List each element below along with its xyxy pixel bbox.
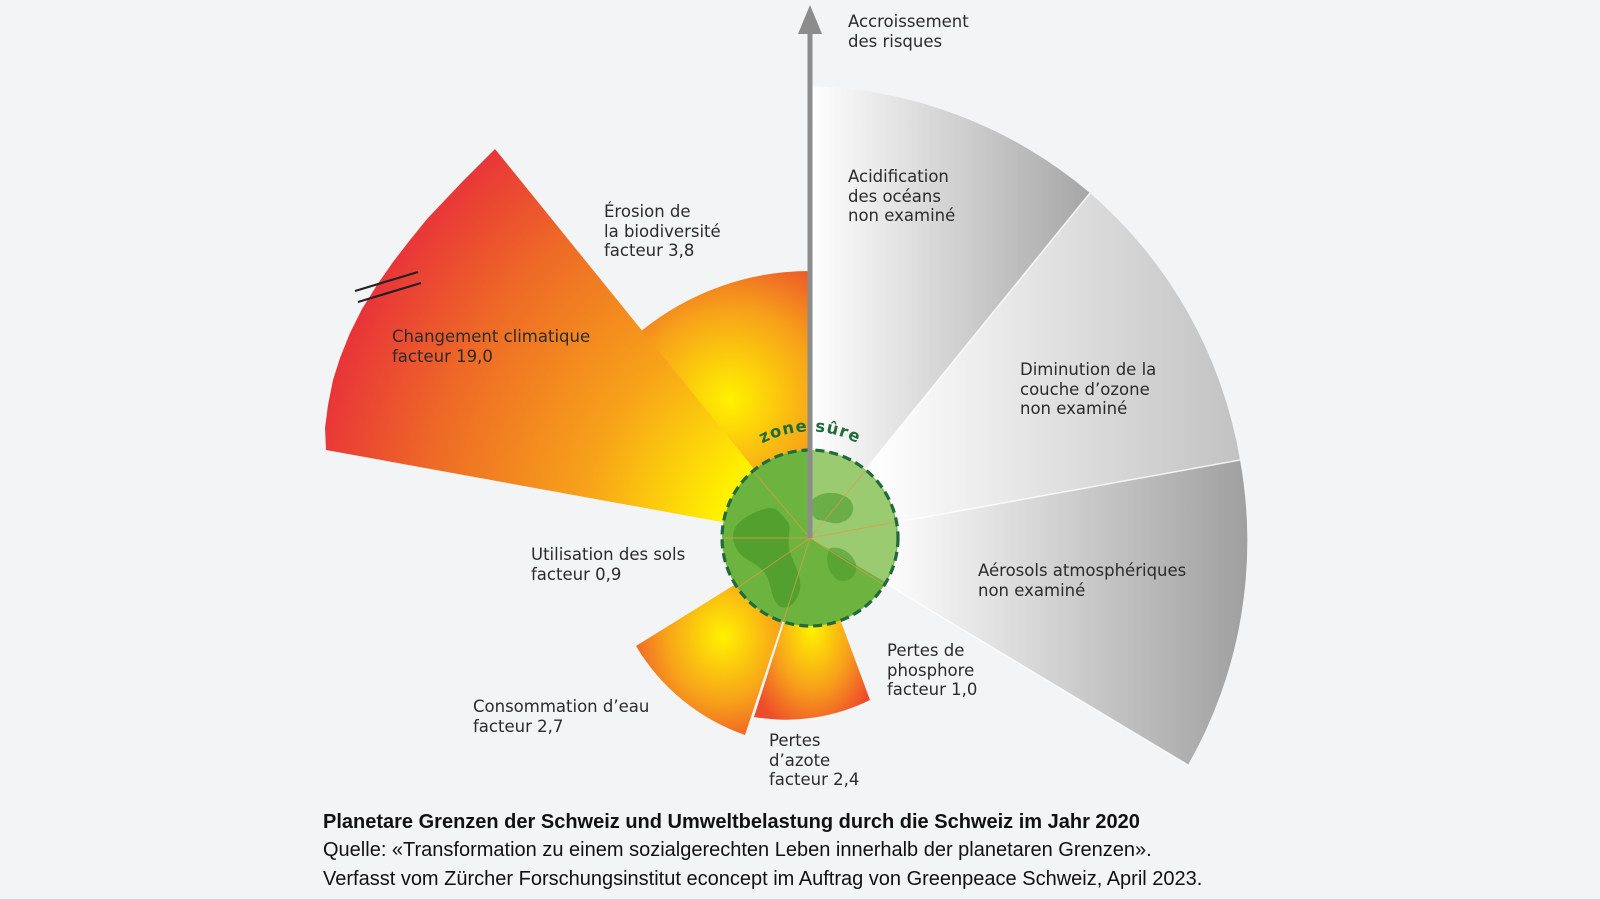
label-water-use: Consommation d’eau facteur 2,7 — [473, 697, 650, 736]
caption-title: Planetare Grenzen der Schweiz und Umwelt… — [323, 811, 1140, 833]
continents-shape — [732, 507, 801, 608]
label-phosphorus-loss: Pertes de phosphore facteur 1,0 — [887, 641, 978, 699]
sector-ozone-depletion — [810, 193, 1240, 538]
label-land-use: Utilisation des sols facteur 0,9 — [531, 545, 686, 584]
continents-shape-2 — [810, 492, 854, 524]
continents-shape-3 — [827, 547, 857, 582]
caption-author: Verfasst vom Zürcher Forschungsinstitut … — [323, 868, 1203, 890]
sector-ocean-acidification — [810, 86, 1090, 538]
label-nitrogen-loss: Pertes d’azote facteur 2,4 — [769, 731, 860, 789]
axis-label: Accroissement des risques — [848, 12, 969, 51]
label-biodiversity-loss: Érosion de la biodiversité facteur 3,8 — [604, 202, 721, 260]
caption-source: Quelle: «Transformation zu einem sozialg… — [323, 839, 1152, 861]
axis-break-mark — [354, 270, 422, 304]
label-climate-change: Changement climatique facteur 19,0 — [392, 327, 591, 366]
risk-axis-arrow — [798, 5, 822, 538]
sector-nitrogen-loss — [754, 538, 870, 720]
label-ozone-depletion: Diminution de la couche d’ozone non exam… — [1020, 360, 1157, 418]
label-ocean-acidification: Acidification des océans non examiné — [848, 167, 956, 225]
sector-climate-change — [325, 149, 810, 538]
label-atmospheric-aerosols: Aérosols atmosphériques non examiné — [978, 561, 1187, 600]
sector-atmospheric-aerosols — [810, 460, 1248, 765]
caption: Planetare Grenzen der Schweiz und Umwelt… — [323, 808, 1202, 894]
